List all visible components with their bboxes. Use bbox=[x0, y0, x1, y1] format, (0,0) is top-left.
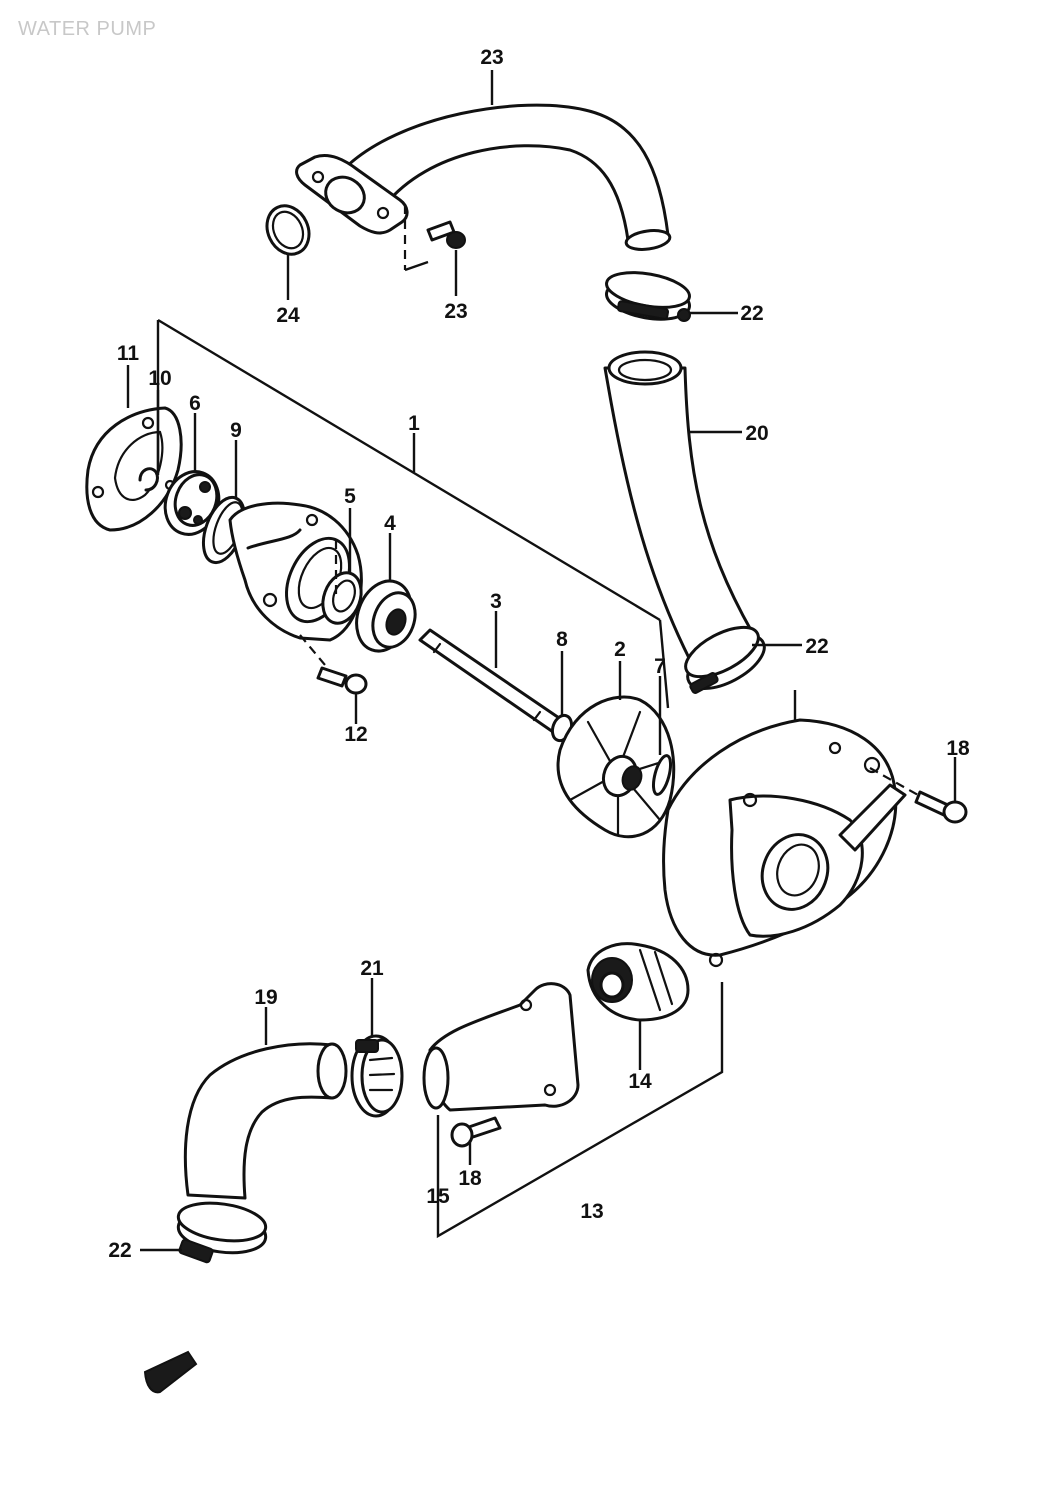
part-15-elbow-housing[interactable] bbox=[422, 982, 580, 1112]
part-7-washer[interactable] bbox=[650, 754, 674, 796]
dashed-line-bolt-18 bbox=[869, 767, 919, 796]
callout-13: 13 bbox=[580, 1200, 603, 1223]
callout-22-top: 22 bbox=[740, 302, 763, 325]
callout-12: 12 bbox=[344, 723, 367, 746]
part-3-shaft[interactable] bbox=[418, 628, 567, 736]
callout-22-bottom: 22 bbox=[108, 1239, 131, 1262]
part-4-mechanical-seal[interactable] bbox=[347, 573, 422, 658]
callout-20: 20 bbox=[745, 422, 768, 445]
part-20-long-hose[interactable] bbox=[603, 350, 754, 662]
callout-18-lower: 18 bbox=[458, 1167, 482, 1190]
callout-22-middle: 22 bbox=[805, 635, 828, 658]
page-title: WATER PUMP bbox=[18, 18, 157, 40]
callout-10: 10 bbox=[148, 367, 171, 390]
callout-8: 8 bbox=[556, 628, 568, 651]
part-23-bolt[interactable] bbox=[426, 220, 466, 249]
callout-14: 14 bbox=[628, 1070, 652, 1093]
callout-9: 9 bbox=[230, 419, 242, 442]
callout-18-right: 18 bbox=[946, 737, 970, 760]
dashed-line-bolt-end bbox=[404, 260, 429, 272]
part-19-elbow-hose[interactable] bbox=[183, 1042, 348, 1200]
part-12-bolt[interactable] bbox=[316, 666, 368, 695]
callout-7: 7 bbox=[654, 655, 666, 678]
part-18-bolt-lower[interactable] bbox=[450, 1116, 502, 1148]
assembly-bracket-13 bbox=[436, 982, 724, 1239]
part-21-clamp[interactable] bbox=[350, 1034, 404, 1118]
callout-11: 11 bbox=[117, 342, 140, 365]
callout-1: 1 bbox=[408, 412, 420, 435]
part-17-pump-cover[interactable] bbox=[662, 718, 907, 968]
callout-4: 4 bbox=[384, 512, 396, 535]
callout-23-bolt: 23 bbox=[444, 300, 467, 323]
callout-15: 15 bbox=[426, 1185, 450, 1208]
part-22-hose-clamp-bottom[interactable] bbox=[176, 1198, 269, 1264]
part-24-o-ring[interactable] bbox=[259, 199, 316, 261]
part-23-upper-pipe[interactable] bbox=[295, 103, 672, 252]
part-14-thermostat[interactable] bbox=[586, 942, 690, 1022]
part-2-impeller[interactable] bbox=[556, 695, 676, 839]
callout-3: 3 bbox=[490, 590, 502, 613]
callout-2: 2 bbox=[614, 638, 626, 661]
dashed-line-bolt-12 bbox=[299, 634, 326, 666]
callout-21: 21 bbox=[360, 957, 384, 980]
part-5-seal[interactable] bbox=[316, 567, 368, 628]
callout-23-top: 23 bbox=[480, 46, 503, 69]
callout-5: 5 bbox=[344, 485, 356, 508]
callout-6: 6 bbox=[189, 392, 201, 415]
part-22-hose-clamp-top[interactable] bbox=[604, 267, 693, 325]
callout-19: 19 bbox=[254, 986, 277, 1009]
part-10-circlip[interactable] bbox=[138, 467, 159, 492]
part-18-bolt-right[interactable] bbox=[914, 790, 968, 824]
arrow-marker-icon bbox=[143, 1350, 198, 1394]
part-22-hose-clamp-middle[interactable] bbox=[678, 617, 772, 699]
callout-24: 24 bbox=[276, 304, 300, 327]
